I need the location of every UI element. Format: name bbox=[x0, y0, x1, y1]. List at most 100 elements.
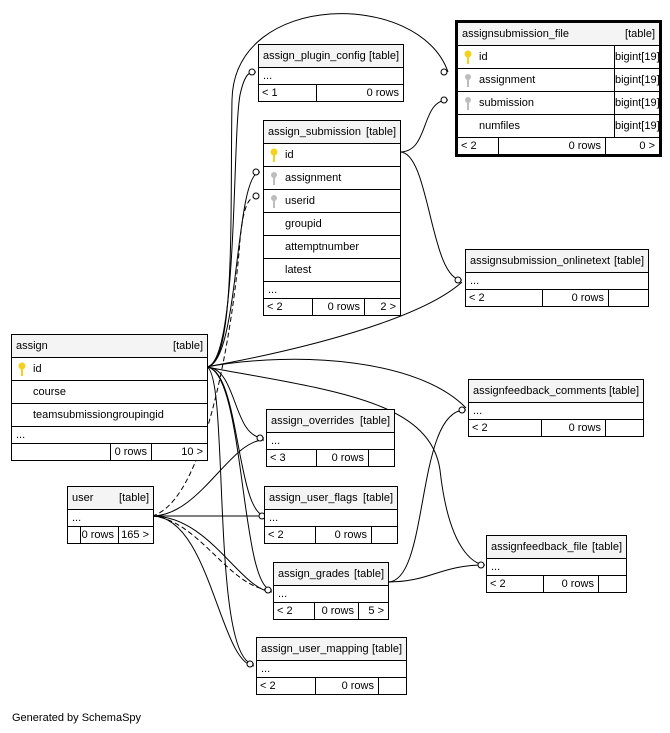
table-assign-overrides[interactable]: assign_overrides [table] ... < 3 0 rows bbox=[266, 409, 395, 467]
table-assign[interactable]: assign [table] id course teamsubmissiong… bbox=[11, 334, 208, 461]
table-assignsubmission-file[interactable]: assignsubmission_file [table] id bigint[… bbox=[455, 20, 662, 157]
table-tag: [table] bbox=[625, 28, 655, 40]
row-count: 0 rows bbox=[316, 85, 403, 101]
row-count: 0 rows bbox=[542, 290, 608, 306]
table-header: assignfeedback_comments [table] bbox=[469, 380, 643, 402]
table-assignfeedback-file[interactable]: assignfeedback_file [table] ... < 2 0 ro… bbox=[486, 535, 627, 593]
table-assign-plugin-config[interactable]: assign_plugin_config [table] ... < 1 0 r… bbox=[258, 44, 404, 102]
table-footer: < 2 0 rows 2 > bbox=[264, 298, 400, 315]
more-columns: ... bbox=[68, 509, 153, 526]
parents-count[interactable]: < 1 bbox=[262, 87, 278, 99]
parents-count[interactable]: < 2 bbox=[469, 292, 485, 304]
table-name[interactable]: assign_submission bbox=[268, 126, 361, 138]
edge-assign-to-plugin-config bbox=[205, 71, 257, 368]
parents-count[interactable]: < 3 bbox=[270, 452, 286, 464]
table-name[interactable]: user bbox=[72, 492, 94, 504]
row-count: 0 rows bbox=[80, 527, 118, 543]
table-header: assignfeedback_file [table] bbox=[487, 536, 626, 558]
table-name[interactable]: assignfeedback_comments bbox=[473, 385, 607, 397]
table-header: assign_user_flags [table] bbox=[265, 487, 397, 509]
column-row: numfiles bigint[19] bbox=[458, 114, 659, 137]
children-count[interactable]: 5 > bbox=[358, 603, 388, 619]
edge-grades-to-feedback-file bbox=[387, 564, 486, 583]
column-name: id bbox=[33, 363, 42, 375]
table-footer: 0 rows 10 > bbox=[12, 443, 207, 460]
parents-count[interactable]: < 2 bbox=[268, 529, 284, 541]
column-type: bigint[19] bbox=[614, 69, 659, 91]
parents-count[interactable]: < 2 bbox=[490, 578, 506, 590]
table-name[interactable]: assignsubmission_file bbox=[462, 28, 569, 40]
column-row: assignment bbox=[264, 166, 400, 189]
column-name: attemptnumber bbox=[285, 241, 359, 253]
table-name[interactable]: assign_overrides bbox=[271, 415, 355, 427]
table-header: assignsubmission_onlinetext [table] bbox=[466, 250, 648, 272]
column-row: latest bbox=[264, 258, 400, 281]
children-count bbox=[598, 576, 626, 592]
table-tag: [table] bbox=[354, 568, 384, 580]
children-count bbox=[368, 450, 394, 466]
column-row: id bbox=[264, 143, 400, 166]
more-columns: ... bbox=[265, 509, 397, 526]
edge-assign-to-submission bbox=[205, 171, 261, 368]
primary-key-icon bbox=[270, 148, 278, 162]
children-count[interactable]: 2 > bbox=[364, 299, 400, 315]
table-tag: [table] bbox=[173, 340, 203, 352]
parents-count[interactable]: < 2 bbox=[260, 680, 276, 692]
column-name: id bbox=[285, 149, 294, 161]
children-count[interactable]: 0 > bbox=[605, 138, 659, 154]
table-assignfeedback-comments[interactable]: assignfeedback_comments [table] ... < 2 … bbox=[468, 379, 644, 437]
table-header: assign_user_mapping [table] bbox=[257, 638, 406, 660]
primary-key-icon bbox=[18, 362, 26, 376]
table-assign-user-mapping[interactable]: assign_user_mapping [table] ... < 2 0 ro… bbox=[256, 637, 407, 695]
table-tag: [table] bbox=[366, 126, 396, 138]
edge-assign-to-assignsubmission-file bbox=[205, 13, 449, 368]
children-count bbox=[608, 290, 648, 306]
column-name: id bbox=[479, 51, 488, 63]
column-row: groupid bbox=[264, 212, 400, 235]
edge-submission-to-file bbox=[399, 99, 449, 153]
edge-grades-to-feedback-comments bbox=[387, 409, 467, 583]
parents-count[interactable]: < 2 bbox=[277, 605, 293, 617]
table-tag: [table] bbox=[360, 415, 390, 427]
table-tag: [table] bbox=[592, 541, 622, 553]
table-name[interactable]: assign_grades bbox=[278, 568, 350, 580]
table-user[interactable]: user [table] ... 0 rows 165 > bbox=[67, 486, 154, 544]
foreign-key-icon bbox=[271, 172, 277, 185]
children-count bbox=[371, 527, 397, 543]
column-type: bigint[19] bbox=[614, 46, 659, 68]
foreign-key-icon bbox=[271, 195, 277, 208]
parents-count[interactable]: < 2 bbox=[461, 140, 477, 152]
table-name[interactable]: assign_user_mapping bbox=[261, 643, 369, 655]
row-count: 0 rows bbox=[543, 576, 598, 592]
row-count: 0 rows bbox=[498, 138, 605, 154]
table-tag: [table] bbox=[372, 643, 402, 655]
table-assign-user-flags[interactable]: assign_user_flags [table] ... < 2 0 rows bbox=[264, 486, 398, 544]
table-header: assign_overrides [table] bbox=[267, 410, 394, 432]
column-row: id bbox=[12, 357, 207, 380]
children-count[interactable]: 10 > bbox=[151, 444, 207, 460]
parents-count[interactable]: < 2 bbox=[472, 422, 488, 434]
table-footer: < 3 0 rows bbox=[267, 449, 394, 466]
table-assignsubmission-onlinetext[interactable]: assignsubmission_onlinetext [table] ... … bbox=[465, 249, 649, 307]
table-name[interactable]: assign_user_flags bbox=[269, 492, 358, 504]
table-assign-submission[interactable]: assign_submission [table] id assignment … bbox=[263, 120, 401, 316]
table-name[interactable]: assignfeedback_file bbox=[491, 541, 588, 553]
parents-count bbox=[68, 527, 80, 543]
table-assign-grades[interactable]: assign_grades [table] ... < 2 0 rows 5 > bbox=[273, 562, 389, 620]
table-footer: < 2 0 rows 5 > bbox=[274, 602, 388, 619]
table-name[interactable]: assign_plugin_config bbox=[263, 50, 366, 62]
parents-count[interactable]: < 2 bbox=[267, 301, 283, 313]
column-row: userid bbox=[264, 189, 400, 212]
column-row: assignment bigint[19] bbox=[458, 68, 659, 91]
table-tag: [table] bbox=[369, 50, 399, 62]
edge-user-to-grades-dashed bbox=[151, 515, 273, 591]
table-name[interactable]: assign bbox=[16, 340, 48, 352]
table-footer: < 1 0 rows bbox=[259, 84, 403, 101]
column-name: course bbox=[33, 386, 67, 398]
table-name[interactable]: assignsubmission_onlinetext bbox=[470, 255, 611, 267]
edge-assign-to-overrides bbox=[205, 366, 265, 439]
edge-user-to-overrides bbox=[151, 439, 265, 517]
children-count[interactable]: 165 > bbox=[118, 527, 153, 543]
edge-assign-to-onlinetext bbox=[205, 281, 463, 368]
more-columns: ... bbox=[487, 558, 626, 575]
